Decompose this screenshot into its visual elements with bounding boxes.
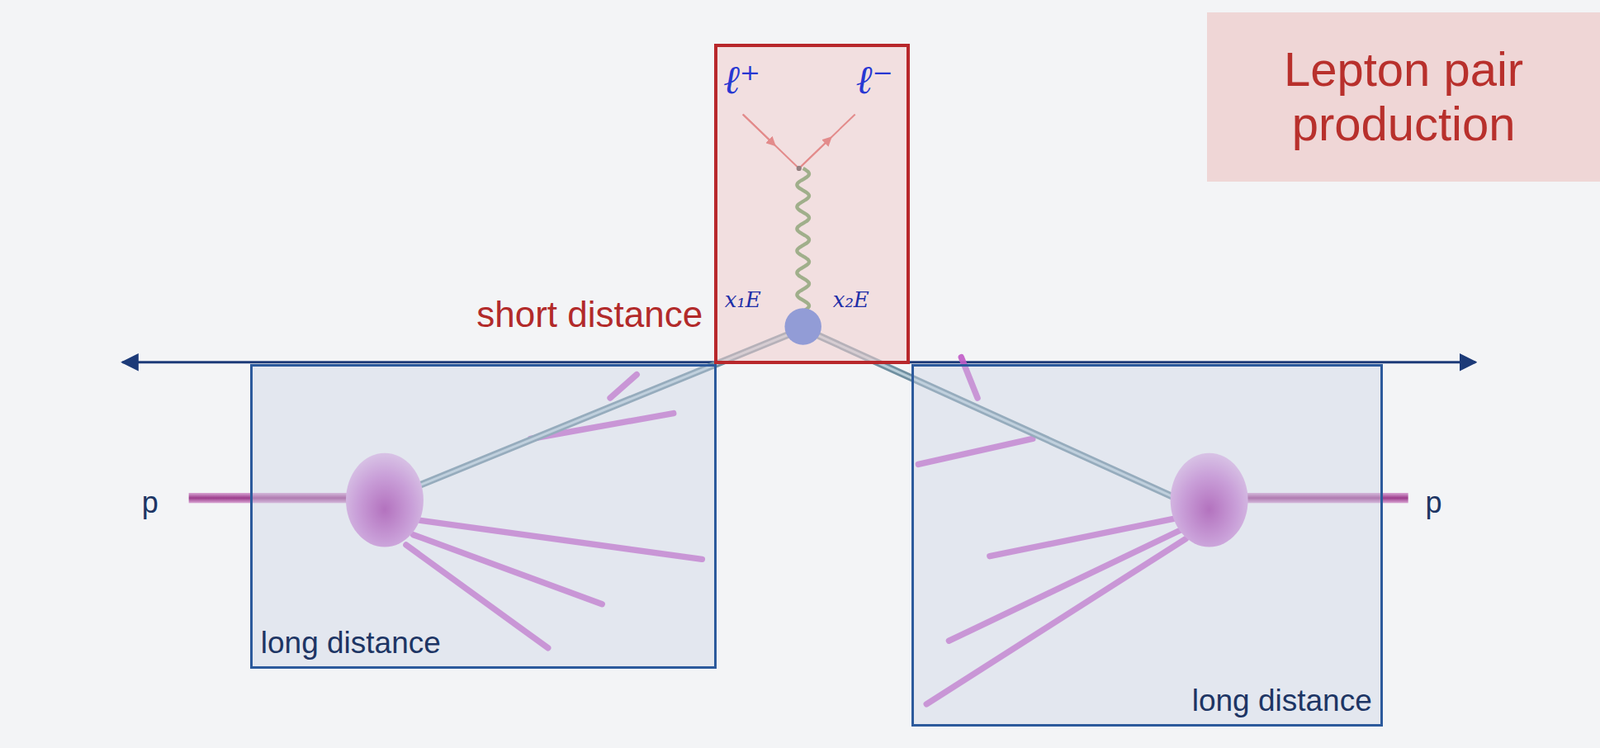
region-label: long distance — [1192, 683, 1373, 720]
lepton-label: ℓ⁺ — [723, 59, 761, 100]
region-label: long distance — [260, 625, 441, 662]
region-label: short distance — [476, 293, 703, 337]
lepton-label: ℓ⁻ — [856, 59, 894, 100]
momentum-label: x₂E — [833, 288, 870, 311]
title-text: Lepton pair production — [1207, 42, 1600, 152]
momentum-label: x₁E — [724, 288, 762, 311]
proton-label: p — [142, 487, 159, 518]
title-box: Lepton pair production — [1207, 12, 1600, 182]
long-distance-box: long distance — [250, 364, 717, 668]
proton-label: p — [1425, 487, 1443, 518]
long-distance-box: long distance — [911, 364, 1383, 727]
